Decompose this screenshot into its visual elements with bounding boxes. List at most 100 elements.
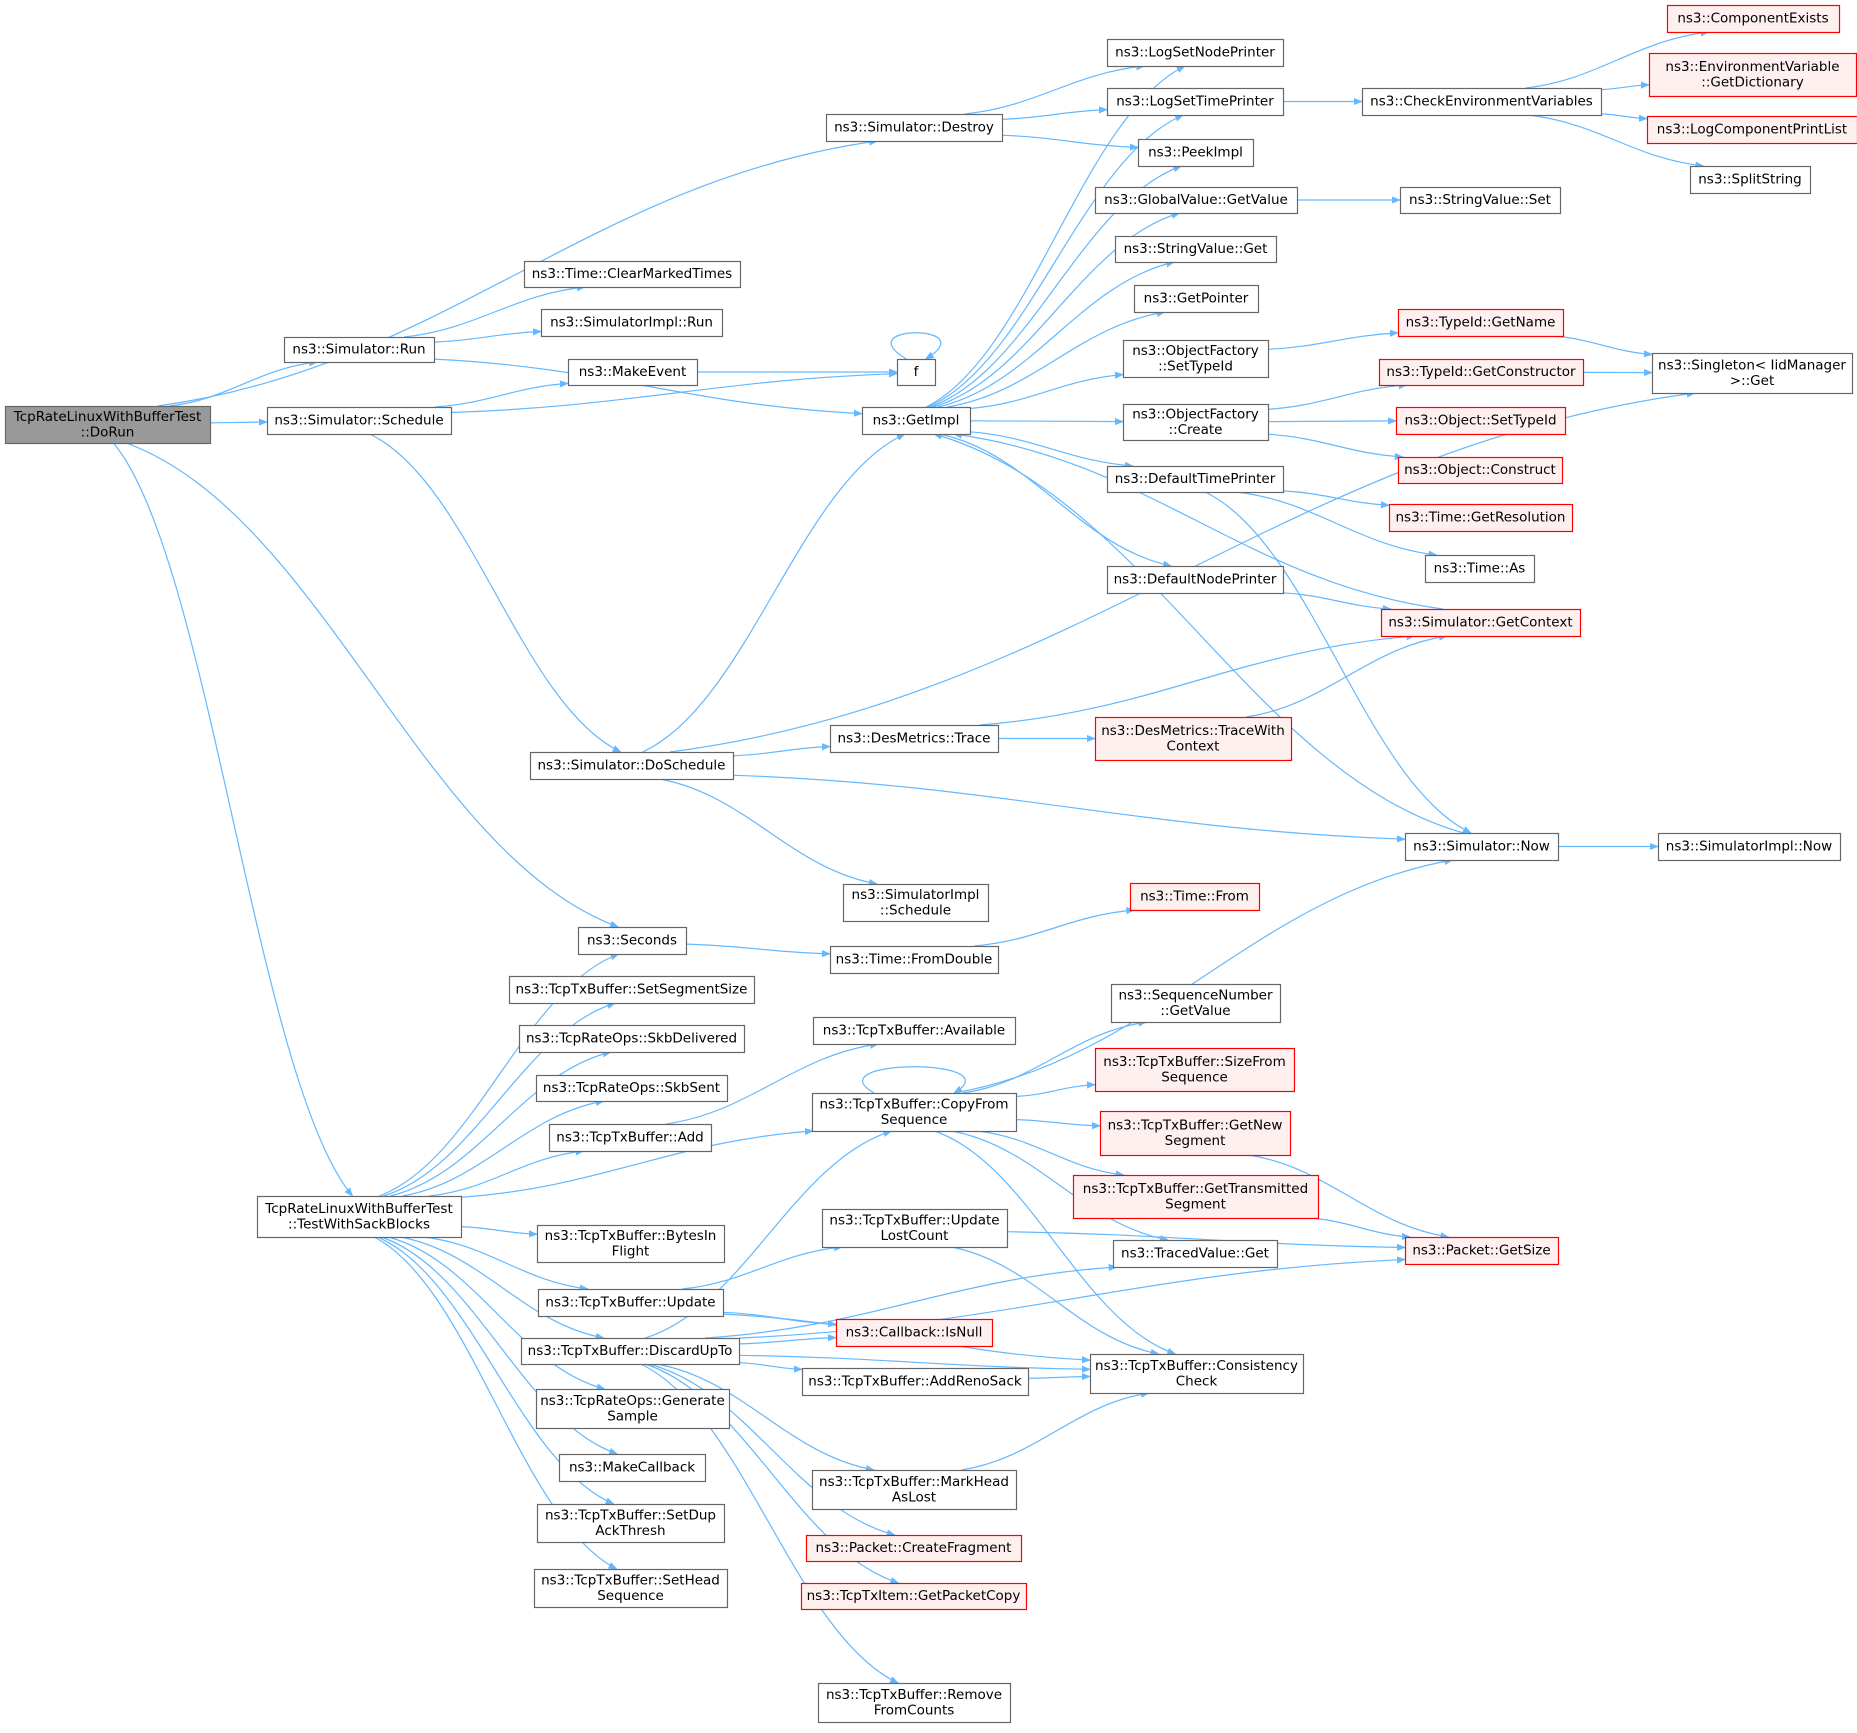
node-label-simnow-line-0: ns3::Simulator::Now — [1413, 839, 1550, 855]
node-label-setdupack-line-0: ns3::TcpTxBuffer::SetDup — [545, 1507, 716, 1523]
edge-copyfromseq-to-getnewseg — [1015, 1119, 1101, 1130]
node-schedule[interactable]: ns3::Simulator::Schedule — [266, 406, 453, 436]
node-simnow[interactable]: ns3::Simulator::Now — [1404, 832, 1560, 862]
node-discardupto[interactable]: ns3::TcpTxBuffer::DiscardUpTo — [520, 1337, 741, 1366]
node-ofsettypeid[interactable]: ns3::ObjectFactory::SetTypeId — [1122, 339, 1270, 379]
node-skbsent[interactable]: ns3::TcpRateOps::SkbSent — [535, 1074, 729, 1103]
edge-testsack-to-txupdate — [423, 1236, 589, 1292]
node-tracedget[interactable]: ns3::TracedValue::Get — [1112, 1239, 1279, 1269]
node-destroy[interactable]: ns3::Simulator::Destroy — [825, 113, 1004, 143]
edge-getcontext-to-getimpl — [952, 431, 1443, 610]
node-cbisnull[interactable]: ns3::Callback::IsNull — [835, 1318, 994, 1348]
node-label-setsegsize-line-0: ns3::TcpTxBuffer::SetSegmentSize — [516, 982, 748, 998]
node-tidgetctor[interactable]: ns3::TypeId::GetConstructor — [1378, 358, 1585, 387]
node-f[interactable]: f — [896, 358, 937, 387]
node-simrun[interactable]: ns3::Simulator::Run — [283, 336, 436, 364]
edge-fromdouble-to-timefrom — [974, 907, 1136, 947]
node-seqgetvalue[interactable]: ns3::SequenceNumber::GetValue — [1110, 983, 1282, 1024]
node-logsetnode[interactable]: ns3::LogSetNodePrinter — [1106, 38, 1285, 68]
node-ofcreate[interactable]: ns3::ObjectFactory::Create — [1122, 403, 1270, 442]
node-defnodeprinter[interactable]: ns3::DefaultNodePrinter — [1106, 565, 1285, 595]
node-doschedule[interactable]: ns3::Simulator::DoSchedule — [529, 751, 735, 781]
edge-testsack-to-discardupto — [400, 1236, 605, 1341]
node-fromdouble[interactable]: ns3::Time::FromDouble — [829, 945, 1000, 975]
node-objconstruct[interactable]: ns3::Object::Construct — [1397, 456, 1564, 485]
node-peekimpl[interactable]: ns3::PeekImpl — [1137, 138, 1255, 168]
node-deftimeprinter[interactable]: ns3::DefaultTimePrinter — [1106, 465, 1285, 494]
node-gvgetvalue[interactable]: ns3::GlobalValue::GetValue — [1094, 186, 1299, 215]
node-skbdelivered[interactable]: ns3::TcpRateOps::SkbDelivered — [518, 1024, 746, 1054]
edge-copyfromseq-to-consistency — [934, 1130, 1177, 1355]
node-box-splitstring — [1689, 165, 1812, 195]
node-objsettypeid[interactable]: ns3::Object::SetTypeId — [1395, 406, 1567, 436]
node-timeas[interactable]: ns3::Time::As — [1424, 554, 1536, 584]
node-box-svget — [1114, 235, 1278, 264]
node-pktgetsize[interactable]: ns3::Packet::GetSize — [1404, 1236, 1560, 1266]
edge-testsack-to-gensample — [388, 1236, 606, 1391]
node-setsegsize[interactable]: ns3::TcpTxBuffer::SetSegmentSize — [508, 975, 756, 1005]
node-envdict[interactable]: ns3::EnvironmentVariable::GetDictionary — [1648, 52, 1857, 98]
node-box-singleton — [1651, 352, 1854, 395]
node-box-simnow — [1404, 832, 1560, 862]
node-logsettime[interactable]: ns3::LogSetTimePrinter — [1106, 87, 1285, 117]
node-box-getcontext — [1380, 608, 1582, 638]
node-splitstring[interactable]: ns3::SplitString — [1689, 165, 1812, 195]
node-checkenv[interactable]: ns3::CheckEnvironmentVariables — [1361, 87, 1603, 117]
node-txupdate[interactable]: ns3::TcpTxBuffer::Update — [537, 1288, 725, 1318]
node-box-getpktcopy — [800, 1582, 1028, 1611]
node-getpktcopy[interactable]: ns3::TcpTxItem::GetPacketCopy — [800, 1582, 1028, 1611]
node-implnow[interactable]: ns3::SimulatorImpl::Now — [1657, 832, 1842, 862]
node-dmtrace[interactable]: ns3::DesMetrics::Trace — [829, 724, 1000, 754]
node-implrun[interactable]: ns3::SimulatorImpl::Run — [540, 308, 724, 338]
node-label-tidgetname-line-0: ns3::TypeId::GetName — [1406, 315, 1556, 331]
node-makeevent[interactable]: ns3::MakeEvent — [567, 358, 699, 387]
node-label-logcomplist-line-0: ns3::LogComponentPrintList — [1657, 122, 1847, 138]
node-label-dorun-line-0: TcpRateLinuxWithBufferTest — [13, 409, 201, 425]
node-createfrag[interactable]: ns3::Packet::CreateFragment — [805, 1534, 1023, 1563]
node-svset[interactable]: ns3::StringValue::Set — [1399, 186, 1562, 215]
node-box-fromdouble — [829, 945, 1000, 975]
node-label-implrun-line-0: ns3::SimulatorImpl::Run — [550, 315, 713, 331]
node-label-dmtracectx-line-0: ns3::DesMetrics::TraceWith — [1101, 723, 1285, 739]
node-compexists[interactable]: ns3::ComponentExists — [1666, 4, 1841, 34]
node-getimpl[interactable]: ns3::GetImpl — [861, 406, 972, 436]
node-svget[interactable]: ns3::StringValue::Get — [1114, 235, 1278, 264]
node-getcontext[interactable]: ns3::Simulator::GetContext — [1380, 608, 1582, 638]
node-addrenosack[interactable]: ns3::TcpTxBuffer::AddRenoSack — [801, 1367, 1030, 1397]
node-label-getcontext-line-0: ns3::Simulator::GetContext — [1388, 615, 1572, 631]
edge-discardupto-to-cbisnull — [738, 1334, 837, 1345]
node-label-svset-line-0: ns3::StringValue::Set — [1409, 192, 1551, 208]
node-available[interactable]: ns3::TcpTxBuffer::Available — [812, 1016, 1017, 1046]
node-timegetres[interactable]: ns3::Time::GetResolution — [1388, 503, 1574, 533]
node-logcomplist[interactable]: ns3::LogComponentPrintList — [1646, 115, 1857, 145]
node-testsack[interactable]: TcpRateLinuxWithBufferTest::TestWithSack… — [256, 1195, 463, 1239]
node-getpointer[interactable]: ns3::GetPointer — [1133, 284, 1260, 314]
node-seconds[interactable]: ns3::Seconds — [577, 926, 688, 956]
edge-schedule-to-f — [450, 370, 898, 414]
node-box-updatelost — [821, 1208, 1009, 1249]
node-singleton[interactable]: ns3::Singleton< IidManager>::Get — [1651, 352, 1854, 395]
node-timefrom[interactable]: ns3::Time::From — [1129, 882, 1261, 912]
node-tidgetname[interactable]: ns3::TypeId::GetName — [1397, 308, 1565, 338]
node-makecallback[interactable]: ns3::MakeCallback — [558, 1453, 707, 1483]
node-label-markheadlost-line-0: ns3::TcpTxBuffer::MarkHead — [819, 1474, 1009, 1490]
node-label-copyfromseq-line-1: Sequence — [881, 1112, 948, 1128]
node-implschedule[interactable]: ns3::SimulatorImpl::Schedule — [842, 883, 990, 923]
node-label-skbdelivered-line-0: ns3::TcpRateOps::SkbDelivered — [526, 1031, 737, 1047]
node-clearmarked[interactable]: ns3::Time::ClearMarkedTimes — [523, 260, 742, 289]
node-txadd[interactable]: ns3::TcpTxBuffer::Add — [548, 1123, 713, 1153]
edge-dmtracectx-to-getcontext — [1246, 633, 1448, 718]
